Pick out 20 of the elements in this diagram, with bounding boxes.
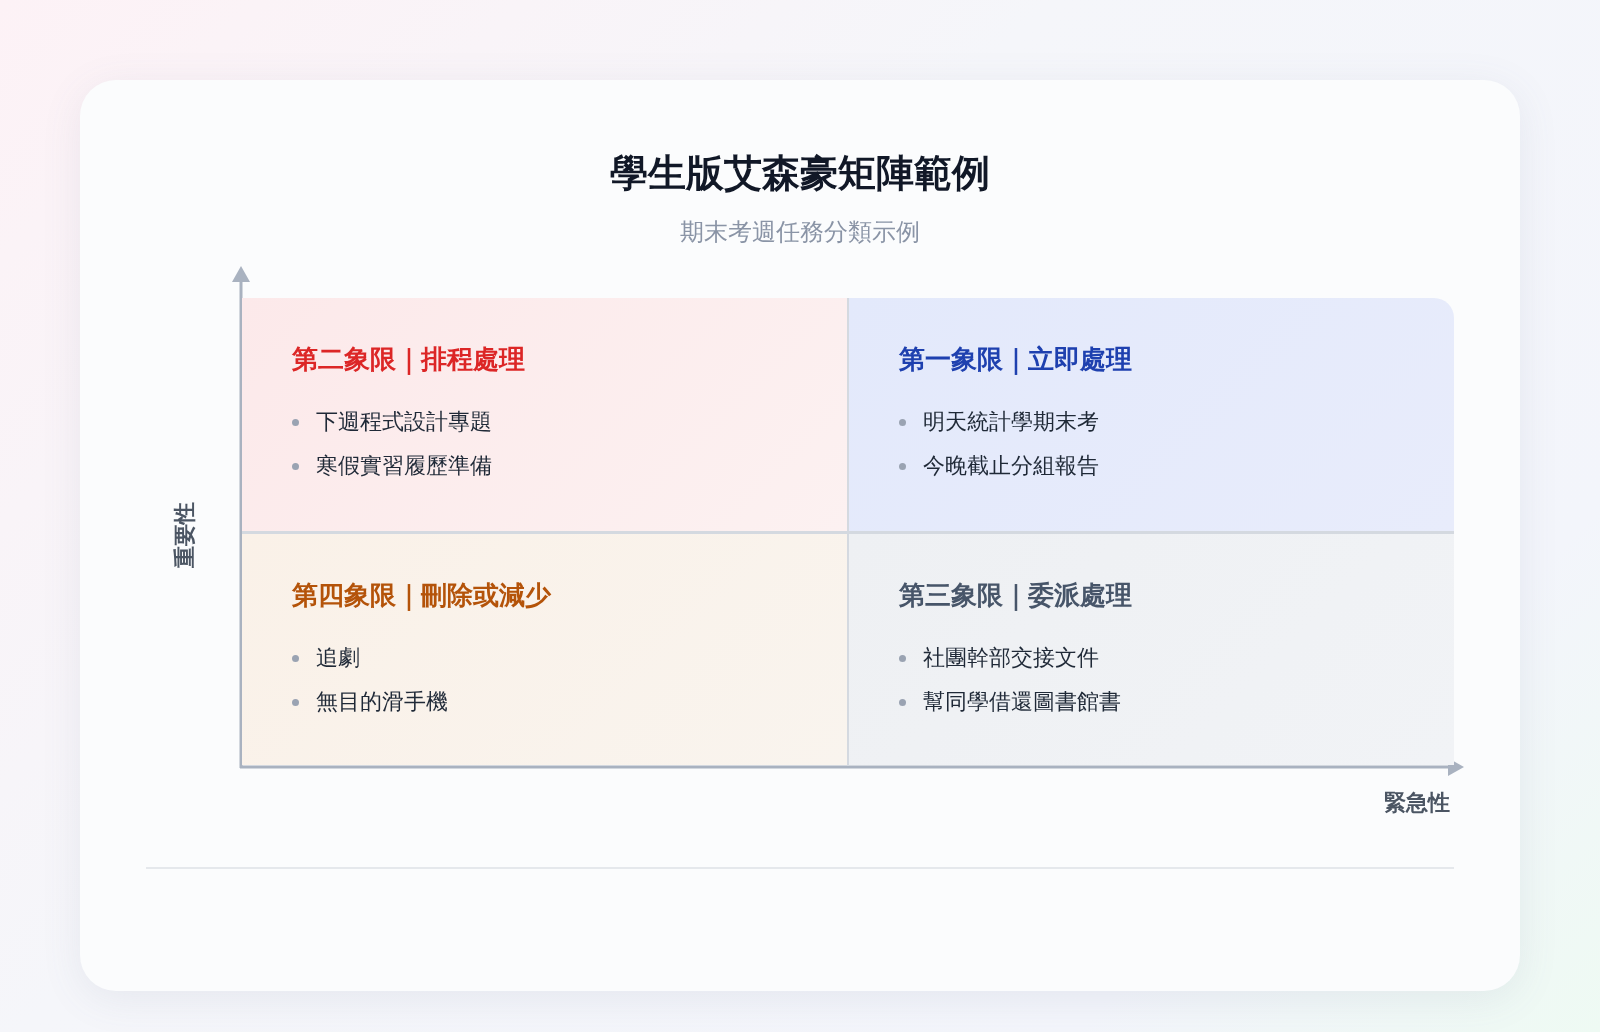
quadrant-heading: 第三象限｜委派處理 xyxy=(899,579,1133,613)
bullet-item: 今晚截止分組報告 xyxy=(899,451,1454,481)
quadrant-heading: 第四象限｜刪除或減少 xyxy=(292,579,552,613)
bullet-item: 寒假實習履歷準備 xyxy=(292,451,847,481)
quadrant-panel xyxy=(242,534,847,765)
bullet-item: 追劇 xyxy=(292,643,847,673)
quadrant-heading: 第二象限｜排程處理 xyxy=(292,343,526,377)
axis-label: 緊急性 xyxy=(1383,789,1450,817)
bullet-item: 無目的滑手機 xyxy=(292,687,847,717)
bullet-item: 明天統計學期末考 xyxy=(899,407,1454,437)
quadrant-heading: 第一象限｜立即處理 xyxy=(899,343,1133,377)
subtitle: 期末考週任務分類示例 xyxy=(679,217,921,248)
quadrant-panel xyxy=(849,298,1454,531)
quadrant-panel xyxy=(849,534,1454,765)
title: 學生版艾森豪矩陣範例 xyxy=(609,150,991,197)
bullet-item: 社團幹部交接文件 xyxy=(899,643,1454,673)
quadrant-panel xyxy=(242,298,847,531)
bullet-item: 幫同學借還圖書館書 xyxy=(899,687,1454,717)
axis-label: 重要性 xyxy=(171,501,198,570)
bullet-item: 下週程式設計專題 xyxy=(292,407,847,437)
